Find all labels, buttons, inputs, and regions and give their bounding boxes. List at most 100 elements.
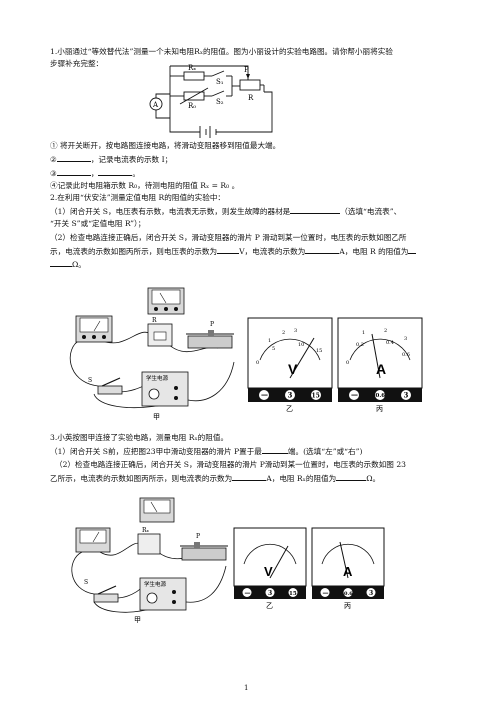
- q2-part2: （2）检查电路连接正确后，闭合开关 S，滑动变阻器的滑片 P 滑动到某一位置时，…: [50, 233, 407, 242]
- q1-label-r: R: [248, 94, 254, 102]
- q3-v-terminal-3: 3: [268, 590, 272, 597]
- q2-a-terminal-neg: —: [351, 390, 358, 399]
- q3-v-terminal-15: 15: [289, 591, 297, 597]
- q1-step2-num: ②: [50, 155, 57, 164]
- q2-ammeter-device: [147, 287, 185, 315]
- q2-p2-d: A，电阻 R 的阻值为: [339, 247, 409, 256]
- q2-voltmeter-face: V 0 1 2 3 5 10 15 — 3 15: [247, 317, 333, 402]
- q2-a-tick-1: 1: [362, 330, 365, 336]
- q1-step2: ② ，记录电流表的示数 I；: [50, 154, 172, 165]
- q2-label-r: R: [152, 317, 157, 324]
- q2-resistor: [147, 323, 173, 347]
- q2-a-terminal-06: 0.6: [376, 393, 386, 399]
- q3-part2: （2）检查电路连接正确后，闭合开关 S，滑动变阻器的滑片 P滑动到某一位置时，电…: [55, 460, 406, 469]
- q1-step2-text: ，记录电流表的示数 I；: [90, 155, 173, 164]
- q2-part2-cont: 示，电流表的示数如图丙所示，则电压表的示数为 V，电流表的示数为 A，电阻 R 的阻…: [50, 246, 417, 257]
- q3-switch: [93, 585, 119, 603]
- q3-a-terminal-neg: —: [323, 590, 329, 597]
- q3-p2-d: Ω。: [366, 474, 381, 483]
- q3-apparatus-figure: Rₓ P S 学生电源 甲: [71, 497, 228, 624]
- q3-label-power: 学生电源: [144, 580, 167, 588]
- q1-label-s1: S₁: [216, 78, 224, 86]
- q1-title: 1.小丽通过“等效替代法”测量一个未知电阻Rₓ的阻值。图为小丽设计的实验电路图。…: [50, 47, 393, 56]
- q3-label-yi: 乙: [266, 602, 273, 610]
- q3-rheostat: [180, 542, 228, 561]
- q3-voltmeter-face: V — 3 15: [233, 527, 307, 599]
- q1-step1: ① 将开关断开，按电路图连接电路，将滑动变阻器移到阻值最大端。: [50, 141, 281, 150]
- q2-title: 2.在利用“伏安法”测量定值电阻 R的阻值的实验中：: [50, 193, 226, 202]
- q2-p1-blank[interactable]: [290, 206, 341, 214]
- q3-label-jia: 甲: [134, 616, 141, 624]
- q3-v-terminal-neg: —: [245, 590, 251, 597]
- q3-p1-blank[interactable]: [261, 446, 288, 454]
- q2-resistance-blank-cont[interactable]: [50, 259, 72, 267]
- q2-v-tick-3: 3: [294, 328, 297, 334]
- page-number: 1: [244, 684, 249, 692]
- q1-label-rx: Rₓ: [188, 64, 196, 72]
- q2-p1-a: （1）闭合开关 S，电压表有示数，电流表无示数，则发生故障的器材是: [50, 207, 291, 216]
- q2-label-p: P: [210, 321, 214, 328]
- q2-label-s: S: [88, 377, 92, 384]
- q2-apparatus-figure: R P S 学生电源 甲: [69, 287, 235, 421]
- q2-current-blank[interactable]: [305, 246, 340, 254]
- q2-p1-b: （选填“电流表”、: [340, 207, 402, 216]
- q3-meters-figure: V — 3 15 A — 0.6 3 乙 丙: [233, 527, 385, 610]
- q2-resistance-blank[interactable]: [408, 246, 417, 254]
- q3-current-blank[interactable]: [232, 473, 267, 481]
- q1-step3: ③，。: [50, 168, 140, 179]
- q1-step4: ④记录此时电阻箱示数 R₀，待测电阻的阻值 Rₓ = R₀ 。: [50, 181, 240, 190]
- q1-step2-blank[interactable]: [56, 154, 91, 162]
- q2-p2-c: V，电流表的示数为: [239, 247, 306, 256]
- q2-v-tick-15: 15: [316, 348, 322, 354]
- q2-a-tick-02: 0.2: [356, 342, 364, 348]
- q3-voltmeter-unit: V: [264, 564, 273, 579]
- q3-power-supply: [139, 577, 187, 611]
- q3-p1-a: （1）闭合开关 S前，应把图23甲中滑动变阻器的滑片 P置于最: [50, 447, 262, 456]
- q1-step3-blank-2[interactable]: [98, 168, 133, 176]
- q2-v-terminal-neg: —: [261, 390, 268, 399]
- q2-ammeter-face: A 0 0.2 0.4 0.6 1 2 3 — 0.6 3: [337, 317, 423, 402]
- q2-v-tick-0: 0: [256, 360, 259, 366]
- q2-voltmeter-unit: V: [288, 361, 298, 377]
- q2-v-tick-2: 2: [282, 330, 285, 336]
- q3-p2-c: A，电阻 Rₓ的阻值为: [266, 474, 337, 483]
- q3-part1: （1）闭合开关 S前，应把图23甲中滑动变阻器的滑片 P置于最端。(选填“左”或…: [50, 446, 363, 457]
- q2-a-terminal-3: 3: [404, 391, 409, 400]
- q2-v-tick-10: 10: [298, 342, 304, 348]
- q3-label-bing: 丙: [344, 602, 351, 610]
- q2-p2-e: Ω。: [72, 260, 86, 269]
- q3-resistance-blank[interactable]: [336, 473, 367, 481]
- q2-a-tick-3: 3: [404, 336, 407, 342]
- q3-resistor-rx: [137, 533, 161, 555]
- q2-voltmeter-device: [75, 315, 113, 343]
- q2-v-terminal-3: 3: [288, 391, 293, 400]
- q3-label-s: S: [84, 579, 88, 586]
- q2-v-tick-1: 1: [268, 338, 271, 344]
- q1-step3-blank-1[interactable]: [56, 168, 91, 176]
- q3-voltmeter-device: [75, 527, 111, 553]
- q2-v-terminal-15: 15: [312, 393, 320, 400]
- q3-p2-b: 乙所示，电流表的示数如图丙所示，则电流表的示数为: [50, 474, 233, 483]
- q2-a-tick-0: 0: [346, 360, 349, 366]
- q2-v-tick-5: 5: [272, 346, 275, 352]
- q3-part2-cont: 乙所示，电流表的示数如图丙所示，则电流表的示数为 A，电阻 Rₓ的阻值为 Ω。: [50, 473, 380, 484]
- q3-a-terminal-3: 3: [369, 590, 373, 597]
- q1-circuit-diagram: Rₓ S₁ R₀ S₂ P R A: [149, 64, 273, 138]
- q2-power-supply: [141, 371, 189, 407]
- q2-a-tick-2: 2: [384, 328, 387, 334]
- q2-label-power: 学生电源: [146, 374, 169, 382]
- q1-label-ammeter: A: [152, 101, 159, 109]
- q1-label-p: P: [244, 66, 249, 74]
- q2-label-yi: 乙: [286, 405, 293, 412]
- q2-part1-cont: “开关 S”或“定值电阻 R”）；: [50, 219, 146, 228]
- q1-step3-sep: ，: [90, 169, 99, 178]
- q2-voltage-blank[interactable]: [217, 246, 240, 254]
- q2-label-jia: 甲: [153, 413, 160, 421]
- q3-label-p: P: [196, 533, 200, 540]
- q2-p2-b: 示，电流表的示数如图丙所示，则电压表的示数为: [50, 247, 218, 256]
- q2-ammeter-unit: A: [376, 361, 386, 377]
- q1-step3-num: ③: [50, 169, 57, 178]
- q2-part2-end: Ω。: [50, 259, 86, 270]
- q2-part1: （1）闭合开关 S，电压表有示数，电流表无示数，则发生故障的器材是 （选填“电流表…: [50, 206, 401, 217]
- q2-rheostat: [186, 330, 234, 349]
